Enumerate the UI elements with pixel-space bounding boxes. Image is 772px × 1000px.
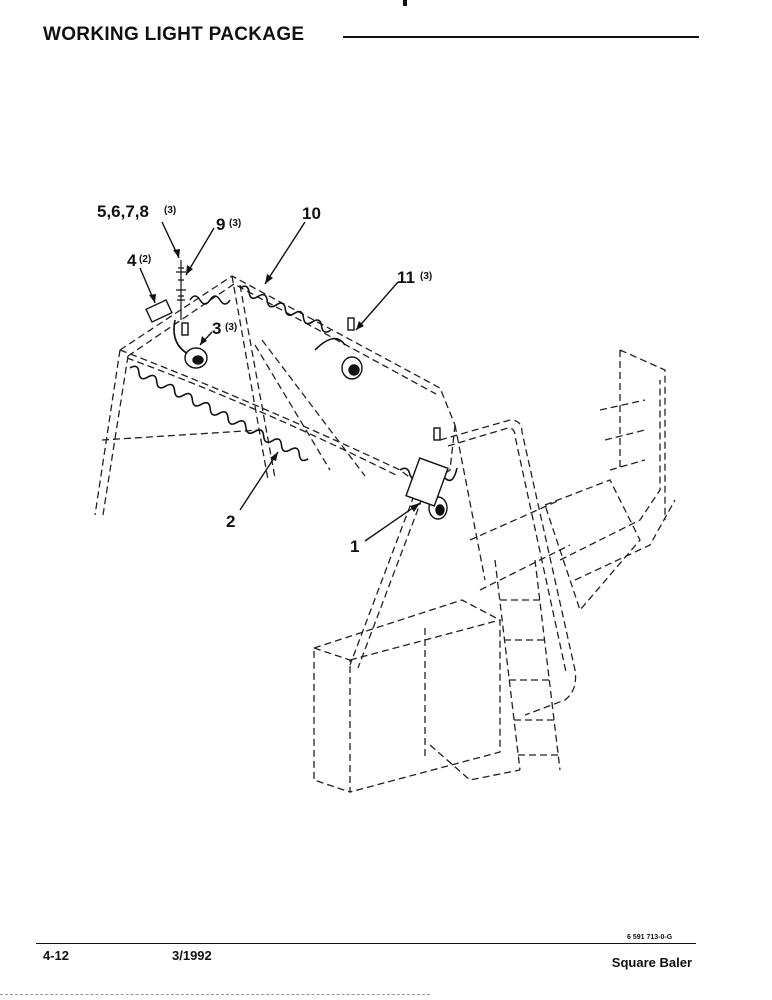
page-title: WORKING LIGHT PACKAGE <box>43 24 305 45</box>
arrowhead-1 <box>410 503 420 512</box>
callout-2-label: 2 <box>226 512 235 531</box>
hitch-arm-2 <box>574 499 676 581</box>
work-lamp-right <box>428 427 448 520</box>
callout-10-label: 10 <box>302 204 321 223</box>
callout-3-label: 3 <box>212 319 221 338</box>
bolt-stack <box>176 260 186 320</box>
wire-harness-top <box>189 295 231 305</box>
frame-leg-mid <box>231 275 269 481</box>
leader-1 <box>364 502 421 542</box>
hitch-box <box>544 479 641 612</box>
leader-10 <box>264 221 306 285</box>
frame-rail-top <box>119 275 456 426</box>
wire-harness-back <box>239 285 332 333</box>
scan-edge-artifact <box>0 994 430 996</box>
page-number: 4-12 <box>43 948 70 963</box>
callout-11-qty: (3) <box>420 271 432 282</box>
frame-leg-mid-inner <box>239 284 276 479</box>
work-lamp-left <box>181 322 208 369</box>
hitch-rail <box>599 399 646 471</box>
hitch-diag <box>469 499 571 591</box>
product-name: Square Baler <box>611 955 692 970</box>
arrowhead-3 <box>200 336 207 345</box>
hitch-arm <box>559 380 661 561</box>
frame-diagonal <box>261 339 366 477</box>
publication-date: 3/1992 <box>172 948 212 963</box>
frame-leg-left-inner <box>102 355 129 516</box>
frame-rail-inner <box>127 283 437 395</box>
arrowhead-5 <box>173 249 180 258</box>
title-rule <box>343 36 699 38</box>
arrowhead-4 <box>149 294 156 303</box>
wire-harness-front <box>129 365 309 462</box>
box-top <box>313 599 501 649</box>
washer-stack <box>178 267 184 297</box>
wire-lead <box>314 337 346 351</box>
callout-4-label: 4 <box>127 251 137 270</box>
part-code: 6 591 713-0-G <box>627 934 673 941</box>
hitch-plate <box>619 349 666 520</box>
leader-9 <box>185 227 215 276</box>
box-front <box>313 647 351 793</box>
callout-9-label: 9 <box>216 215 225 234</box>
frame-rail-front-inner <box>126 357 399 477</box>
handrail <box>439 419 577 716</box>
work-lamp-center <box>341 317 363 380</box>
arrowhead-11 <box>356 321 364 330</box>
lamp-switch-housing <box>145 299 173 323</box>
top-edge-mark <box>403 0 407 6</box>
ladder-rail-right <box>534 559 561 771</box>
callout-3-qty: (3) <box>225 322 237 333</box>
arrowhead-9 <box>186 265 193 275</box>
frame-leg-left <box>94 349 121 516</box>
frame-leg-right-inner <box>357 487 427 669</box>
frame-leg-far <box>454 424 486 581</box>
mounting-bracket-right <box>405 457 449 507</box>
leader-2 <box>239 451 279 511</box>
callout-1-label: 1 <box>350 537 359 556</box>
frame-leg-right <box>349 484 419 666</box>
ladder-rail-left <box>494 559 521 771</box>
leader-11 <box>355 281 399 331</box>
arrowhead-2 <box>270 452 278 461</box>
callout-4-qty: (2) <box>139 254 151 265</box>
box-lower <box>429 744 521 781</box>
callout-5-8-label: 5,6,7,8 <box>97 202 149 221</box>
callout-9-qty: (3) <box>229 218 241 229</box>
footer-rule <box>36 943 696 944</box>
frame-diagonal-2 <box>254 344 331 471</box>
arrowhead-10 <box>265 274 273 284</box>
ladder-rungs <box>500 599 558 756</box>
callout-5-8-qty: (3) <box>164 205 176 216</box>
callout-11-label: 11 <box>397 268 415 287</box>
frame-crossbar-left <box>101 429 261 441</box>
handrail-inner <box>447 427 567 673</box>
